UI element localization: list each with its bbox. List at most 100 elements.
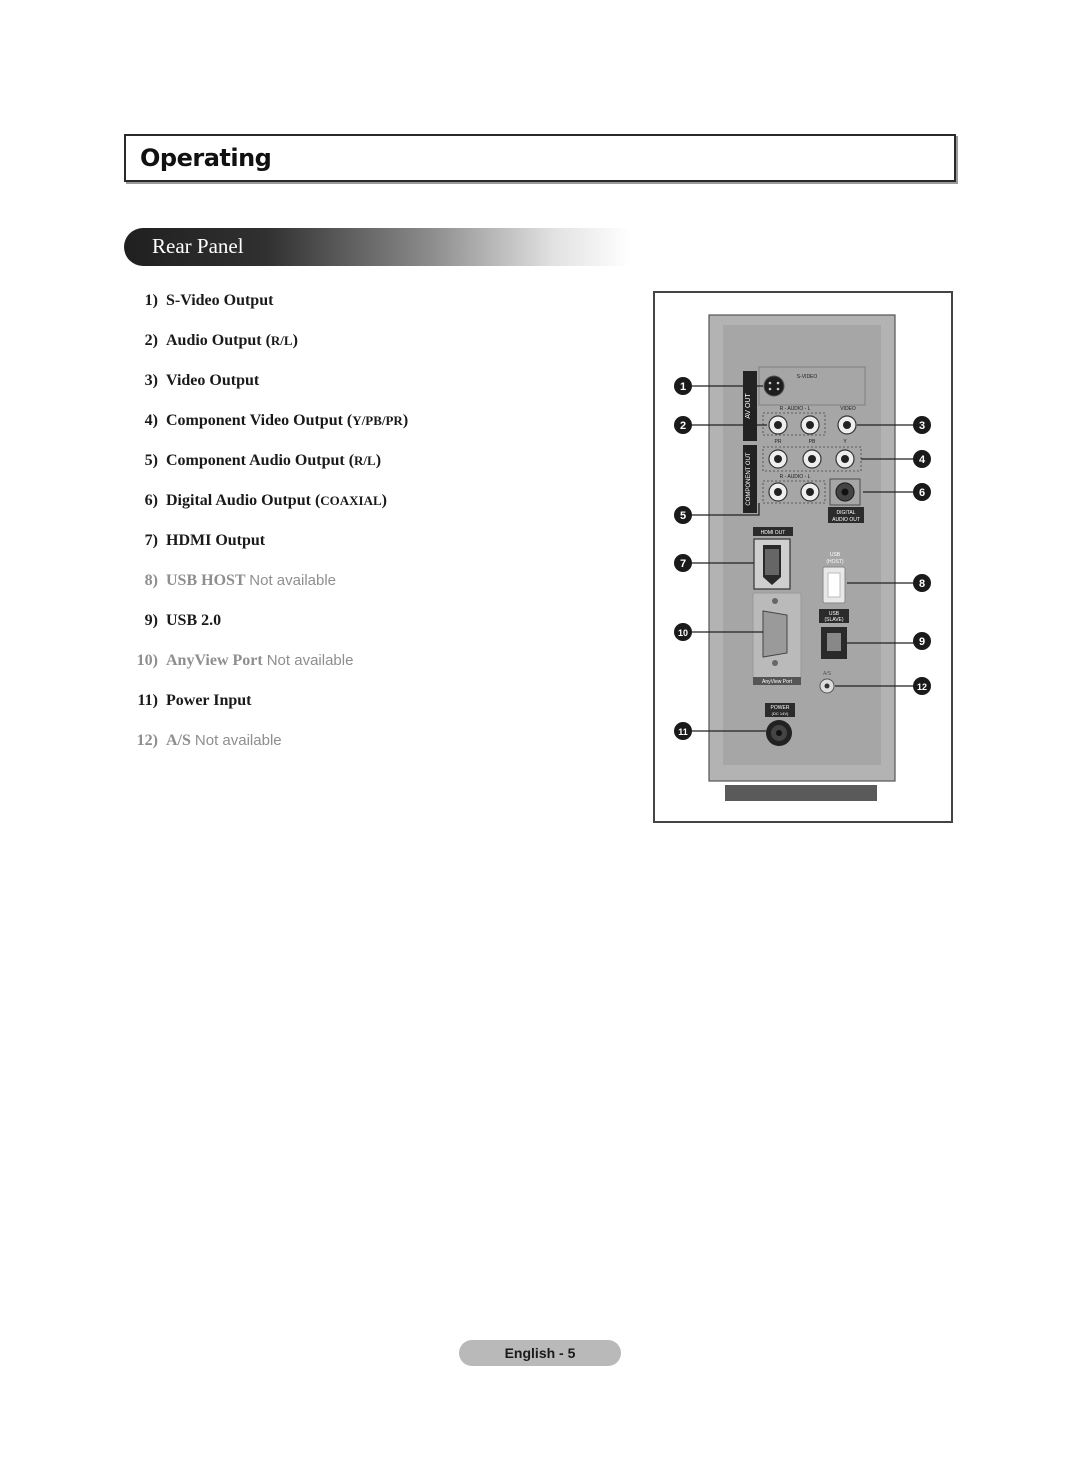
callout-number: 12 — [917, 682, 927, 692]
callout-marker: 9 — [913, 632, 931, 650]
item-label: Power Input — [166, 692, 252, 709]
svideo-pin — [776, 381, 780, 385]
digital-audio-tag — [828, 507, 864, 523]
digital-audio-box — [829, 478, 861, 506]
callout-marker: 1 — [674, 377, 692, 395]
item-number: 7) — [144, 532, 158, 549]
callout-number: 1 — [680, 381, 686, 393]
anyview-port-label: AnyView Port — [762, 679, 793, 685]
callout-marker: 4 — [913, 450, 931, 468]
list-item: 6)Digital Audio Output (COAXIAL) — [124, 488, 408, 528]
av-out-label: AV OUT — [745, 393, 752, 419]
usb-slave-tag — [819, 609, 849, 623]
section-title: Rear Panel — [152, 234, 244, 258]
callout-marker: 7 — [674, 554, 692, 572]
item-suffix: COAXIAL — [320, 493, 382, 508]
audio-top-label: R - AUDIO - L — [780, 406, 811, 412]
page-number: English - 5 — [459, 1340, 621, 1366]
item-number: 12) — [136, 732, 158, 749]
item-number: 11) — [137, 692, 158, 709]
callout-marker: 10 — [674, 623, 692, 641]
callout-number: 4 — [919, 454, 926, 466]
power-label-line2: (DC 14V) — [772, 711, 789, 716]
item-label: Audio Output — [166, 332, 262, 349]
list-item: 2)Audio Output (R/L) — [124, 328, 408, 368]
item-number: 10) — [136, 652, 158, 669]
usb-slave-label-line1: USB — [829, 611, 840, 617]
callout-number: 9 — [919, 636, 925, 648]
component-y-label: Y — [843, 439, 847, 445]
item-label: USB 2.0 — [166, 612, 222, 629]
item-label: A/S — [166, 732, 191, 749]
item-label: USB HOST — [166, 572, 246, 589]
rear-panel-illustration: AV OUT COMPONENT OUT S-VIDEO R - AUDIO -… — [674, 314, 931, 801]
list-item: 11) Power Input — [124, 688, 408, 728]
list-item: 7) HDMI Output — [124, 528, 408, 568]
usb-host-label-line1: USB — [830, 552, 841, 558]
power-label-line1: POWER — [771, 705, 790, 711]
item-number: 9) — [144, 612, 158, 629]
callout-marker: 12 — [913, 677, 931, 695]
callout-marker: 5 — [674, 506, 692, 524]
component-audio-group — [762, 480, 826, 504]
item-label: Video Output — [166, 372, 260, 389]
item-label: Component Audio Output — [166, 452, 345, 469]
audio-bottom-label: R - AUDIO - L — [780, 474, 811, 480]
item-label: AnyView Port — [166, 652, 263, 669]
list-item: 12)A/S Not available — [124, 728, 408, 768]
callout-marker: 6 — [913, 483, 931, 501]
item-suffix: Y/PB/PR — [352, 413, 403, 428]
callout-marker: 8 — [913, 574, 931, 592]
usb-host-label-line2: (HOST) — [826, 559, 844, 565]
item-number: 8) — [144, 572, 158, 589]
list-item: 8)USB HOST Not available — [124, 568, 408, 608]
anyview-tag — [753, 677, 801, 685]
page-title: Operating — [140, 144, 272, 172]
svideo-pin — [776, 387, 780, 391]
item-number: 3) — [144, 372, 158, 389]
usb-slave-label-line2: (SLAVE) — [824, 617, 843, 623]
callout-number: 10 — [678, 628, 688, 638]
svideo-label: S-VIDEO — [797, 374, 818, 380]
item-label: Digital Audio Output — [166, 492, 311, 509]
list-item: 5)Component Audio Output (R/L) — [124, 448, 408, 488]
callout-number: 3 — [919, 420, 925, 432]
list-item: 9) USB 2.0 — [124, 608, 408, 648]
component-pb-label: PB — [809, 439, 816, 445]
callout-number: 7 — [680, 558, 686, 570]
callout-marker: 11 — [674, 722, 692, 740]
item-note: Not available — [266, 652, 354, 669]
item-label: S-Video Output — [166, 292, 274, 309]
callout-number: 8 — [919, 578, 925, 590]
item-number: 1) — [144, 292, 158, 309]
list-item: 3) Video Output — [124, 368, 408, 408]
callout-number: 11 — [678, 727, 688, 737]
svideo-jack — [763, 375, 785, 397]
item-label: HDMI Output — [166, 532, 266, 549]
list-item: 4)Component Video Output (Y/PB/PR) — [124, 408, 408, 448]
svideo-pin — [768, 387, 772, 391]
callout-marker: 2 — [674, 416, 692, 434]
item-number: 4) — [144, 412, 158, 429]
component-out-strip — [743, 445, 757, 513]
item-suffix: R/L — [354, 453, 376, 468]
component-out-label: COMPONENT OUT — [746, 452, 752, 506]
digital-label-line2: AUDIO OUT — [832, 517, 860, 523]
svideo-pin — [768, 381, 772, 385]
item-suffix: R/L — [270, 333, 293, 348]
callout-marker: 3 — [913, 416, 931, 434]
item-number: 2) — [144, 332, 158, 349]
as-label: A/S — [823, 671, 832, 677]
digital-label-line1: DIGITAL — [836, 510, 855, 516]
page-header: Operating — [124, 134, 956, 182]
item-number: 6) — [144, 492, 158, 509]
list-item: 1) S-Video Output — [124, 288, 408, 328]
callout-number: 6 — [919, 487, 925, 499]
anyview-port — [762, 610, 788, 658]
audio-top-group — [762, 412, 826, 436]
video-label: VIDEO — [840, 406, 856, 412]
item-number: 5) — [144, 452, 158, 469]
component-pr-label: PR — [775, 439, 782, 445]
